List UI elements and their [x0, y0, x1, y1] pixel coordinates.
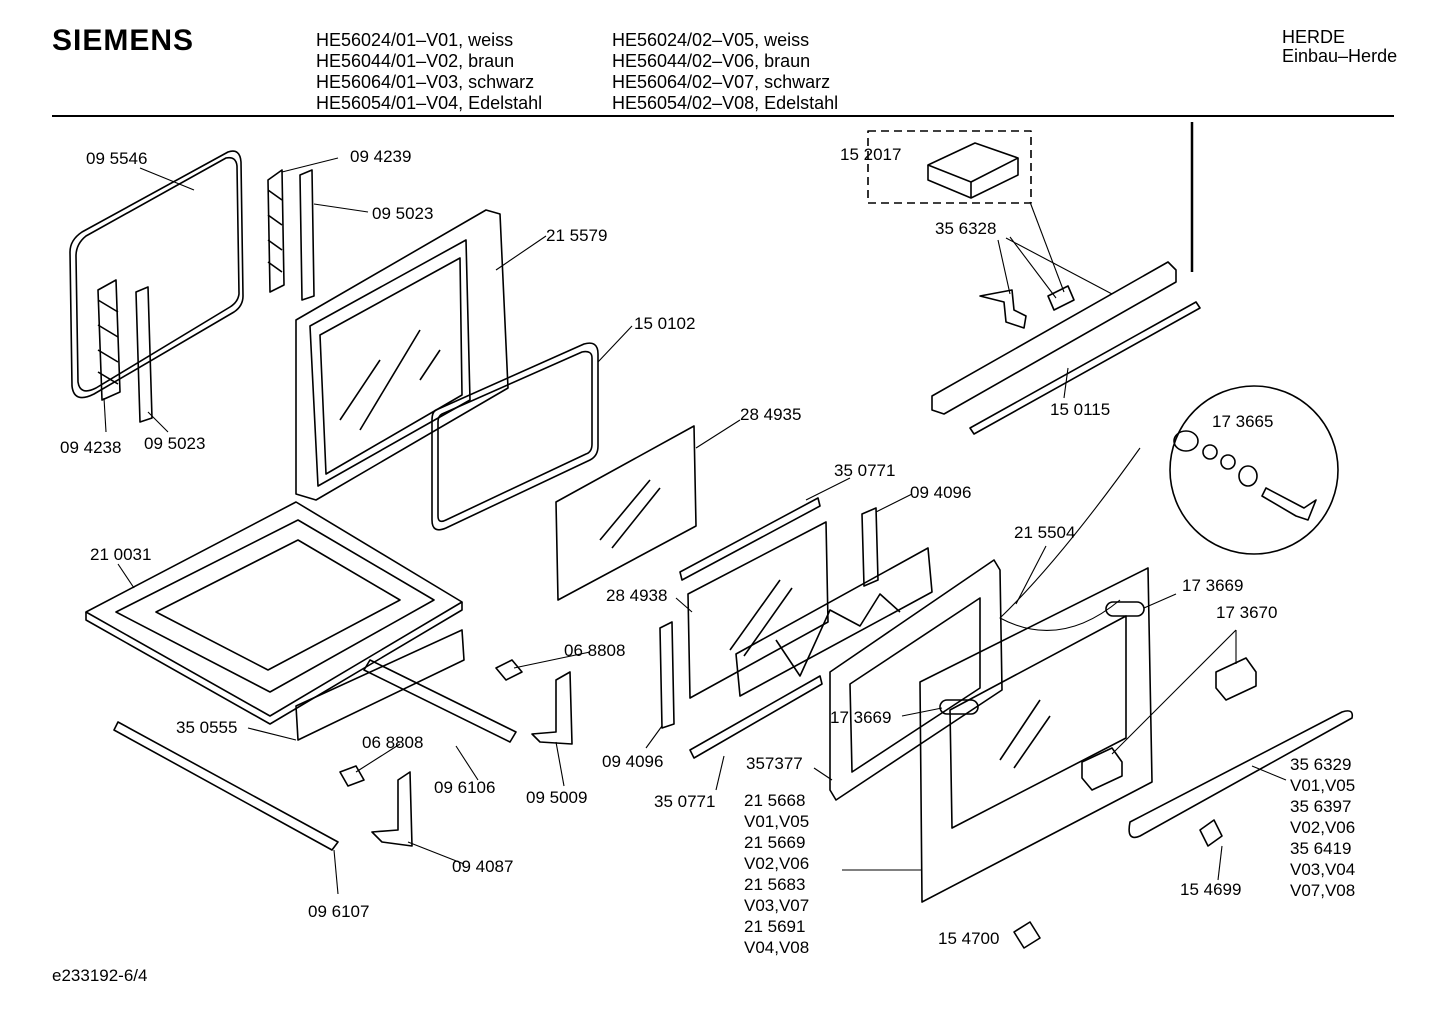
model-list-right: HE56024/02–V05, weiss HE56044/02–V06, br… [612, 30, 838, 114]
part-095023-bottom-drawing [135, 286, 153, 423]
part-094096-top-drawing [861, 507, 879, 587]
document-id: e233192-6/4 [52, 966, 148, 985]
door-variant: V04,V08 [744, 938, 809, 957]
handle-variant: 35 6419 [1290, 839, 1351, 858]
part-284938-drawing [687, 521, 829, 699]
handle-variant: V07,V08 [1290, 881, 1355, 900]
label-210031: 21 0031 [90, 545, 151, 564]
part-284935-drawing [555, 425, 697, 601]
part-350555-drawing [295, 629, 465, 741]
part-094238-drawing [97, 279, 121, 401]
label-215504: 21 5504 [1014, 523, 1075, 542]
part-210031-drawing [85, 501, 463, 725]
part-096107-drawing [113, 721, 339, 851]
label-173669-left: 17 3669 [830, 708, 891, 727]
handle-variant: V01,V05 [1290, 776, 1355, 795]
part-150102-drawing [431, 342, 599, 531]
label-173665: 17 3665 [1212, 412, 1273, 431]
part-356329-handle-drawing [1128, 710, 1354, 839]
model-line: HE56054/01–V04, Edelstahl [316, 93, 543, 113]
label-350771-bottom: 35 0771 [654, 792, 715, 811]
label-068808-bottom: 06 8808 [362, 733, 423, 752]
label-356328: 35 6328 [935, 219, 996, 238]
part-095009-drawing [531, 671, 573, 745]
part-173665-detail-drawing [1169, 385, 1339, 555]
model-list-left: HE56024/01–V01, weiss HE56044/01–V02, br… [316, 30, 542, 114]
label-094239: 09 4239 [350, 147, 411, 166]
model-line: HE56054/02–V08, Edelstahl [612, 93, 839, 113]
label-284938: 28 4938 [606, 586, 667, 605]
label-284935: 28 4935 [740, 405, 801, 424]
part-152017-drawing [867, 130, 1032, 204]
label-094096-bottom: 09 4096 [602, 752, 663, 771]
part-350771-top-drawing [679, 497, 821, 581]
part-154700-drawing [1013, 921, 1041, 949]
category-subtitle: Einbau–Herde [1282, 46, 1398, 66]
part-095546-drawing [69, 150, 244, 399]
part-096106-drawing [363, 659, 517, 743]
label-173669-right: 17 3669 [1182, 576, 1243, 595]
label-150115: 15 0115 [1050, 400, 1110, 419]
model-line: HE56044/02–V06, braun [612, 51, 811, 71]
door-variant: 21 5669 [744, 833, 805, 852]
door-variant: V03,V07 [744, 896, 809, 915]
label-096107: 09 6107 [308, 902, 369, 921]
part-154699-drawing [1199, 819, 1223, 847]
label-350555: 35 0555 [176, 718, 237, 737]
model-line: HE56024/02–V05, weiss [612, 30, 810, 50]
label-350771-top: 35 0771 [834, 461, 895, 480]
part-215668-door-drawing [919, 567, 1153, 903]
part-350771-bottom-drawing [689, 675, 823, 759]
part-094096-bottom-drawing [659, 621, 675, 729]
handle-variant: V02,V06 [1290, 818, 1355, 837]
label-215579: 21 5579 [546, 226, 607, 245]
part-215579-drawing [295, 209, 509, 501]
part-094087-drawing [371, 771, 413, 847]
model-line: HE56024/01–V01, weiss [316, 30, 514, 50]
label-173670: 17 3670 [1216, 603, 1277, 622]
part-095023-top-drawing [299, 169, 315, 301]
part-357377-drawing [829, 559, 1003, 801]
part-068808-bottom-drawing [339, 765, 365, 787]
label-094238: 09 4238 [60, 438, 121, 457]
model-line: HE56064/01–V03, schwarz [316, 72, 535, 92]
part-068808-top-drawing [495, 659, 523, 681]
header-rule [52, 115, 1394, 117]
handle-variant-list: 35 6329 V01,V05 35 6397 V02,V06 35 6419 … [1290, 755, 1355, 900]
label-150102: 15 0102 [634, 314, 695, 333]
door-variant: V02,V06 [744, 854, 809, 873]
label-095023-top: 09 5023 [372, 204, 433, 223]
category-title: HERDE [1282, 27, 1346, 47]
label-096106: 09 6106 [434, 778, 495, 797]
label-095009: 09 5009 [526, 788, 587, 807]
brand-logo: SIEMENS [52, 24, 195, 57]
category-label: HERDE Einbau–Herde [1282, 28, 1397, 66]
door-variant: V01,V05 [744, 812, 809, 831]
label-094087: 09 4087 [452, 857, 513, 876]
leader-lines [103, 157, 1287, 895]
label-154700: 15 4700 [938, 929, 999, 948]
part-labels: 09 5546 09 4239 09 5023 21 5579 15 0102 … [60, 145, 1355, 957]
label-357377: 357377 [746, 754, 803, 773]
label-095546: 09 5546 [86, 149, 147, 168]
part-150115-drawing [969, 301, 1201, 435]
handle-variant: 35 6329 [1290, 755, 1351, 774]
label-152017: 15 2017 [840, 145, 901, 164]
part-094239-drawing [267, 169, 285, 293]
label-068808-top: 06 8808 [564, 641, 625, 660]
label-095023-bottom: 09 5023 [144, 434, 205, 453]
door-variant: 21 5683 [744, 875, 805, 894]
model-line: HE56064/02–V07, schwarz [612, 72, 831, 92]
part-356328-drawing [931, 261, 1177, 415]
model-line: HE56044/01–V02, braun [316, 51, 515, 71]
door-variant-list: 21 5668 V01,V05 21 5669 V02,V06 21 5683 … [744, 791, 809, 957]
door-variant: 21 5691 [744, 917, 805, 936]
label-094096-top: 09 4096 [910, 483, 971, 502]
handle-variant: 35 6397 [1290, 797, 1351, 816]
door-variant: 21 5668 [744, 791, 805, 810]
part-173670-drawing [1081, 657, 1257, 791]
handle-variant: V03,V04 [1290, 860, 1355, 879]
label-154699: 15 4699 [1180, 880, 1241, 899]
